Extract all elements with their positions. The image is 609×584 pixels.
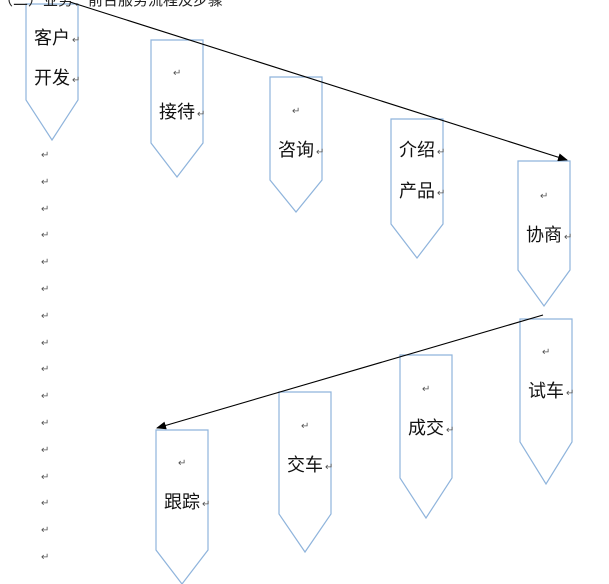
stage-shape-consultation xyxy=(269,76,323,213)
paragraph-mark: ↵ xyxy=(540,191,549,202)
stage-label-follow-up: 跟踪 xyxy=(164,492,200,513)
stage-label-negotiation: 协商 xyxy=(526,225,562,246)
paragraph-mark: ↵ xyxy=(41,364,50,376)
paragraph-mark: ↵ xyxy=(41,310,50,322)
paragraph-mark: ↵ xyxy=(41,176,50,188)
stage-label-consultation: 咨询 xyxy=(278,140,314,161)
flow-arrow-bottom xyxy=(156,314,544,430)
stage-label-delivery: 交车 xyxy=(287,455,323,476)
stage-label-product-introduction: 介绍 xyxy=(399,140,435,161)
paragraph-mark: ↵ xyxy=(41,525,50,537)
paragraph-mark: ↵ xyxy=(41,230,50,242)
stage-label-customer-development: 客户 xyxy=(34,28,70,49)
paragraph-mark: ↵ xyxy=(41,471,50,483)
stage-label-deal: 成交 xyxy=(408,418,444,439)
paragraph-mark: ↵ xyxy=(437,188,446,199)
paragraph-mark: ↵ xyxy=(173,68,182,79)
page-caption: （二）业务：前台服务流程及步骤 xyxy=(0,0,224,9)
paragraph-mark: ↵ xyxy=(301,421,310,432)
paragraph-mark: ↵ xyxy=(72,75,81,86)
paragraph-mark: ↵ xyxy=(325,462,334,473)
stage-label-reception: 接待 xyxy=(159,102,195,123)
paragraph-mark: ↵ xyxy=(41,284,50,295)
stage-shape-test-drive xyxy=(519,318,573,486)
paragraph-mark: ↵ xyxy=(292,106,301,117)
paragraph-mark: ↵ xyxy=(202,499,211,510)
flow-arrow-top xyxy=(69,1,568,162)
stage-shape-follow-up xyxy=(155,429,209,584)
paragraph-mark: ↵ xyxy=(72,35,81,46)
stage-shape-reception xyxy=(150,39,204,178)
paragraph-mark: ↵ xyxy=(564,232,573,243)
stage-shape-customer-development xyxy=(25,3,79,142)
paragraph-mark: ↵ xyxy=(41,203,50,215)
paragraph-mark: ↵ xyxy=(542,347,551,358)
paragraph-mark: ↵ xyxy=(197,109,206,120)
paragraph-mark: ↵ xyxy=(41,150,50,161)
stage-shape-product-introduction xyxy=(390,118,444,259)
paragraph-mark: ↵ xyxy=(566,388,575,399)
paragraph-mark: ↵ xyxy=(41,552,50,563)
paragraph-mark: ↵ xyxy=(41,418,50,429)
paragraph-mark: ↵ xyxy=(422,384,431,395)
paragraph-mark: ↵ xyxy=(41,257,50,269)
stage-label-product-introduction: 产品 xyxy=(399,181,435,202)
stage-shape-deal xyxy=(399,354,453,520)
paragraph-mark: ↵ xyxy=(41,498,50,510)
paragraph-mark: ↵ xyxy=(178,458,187,469)
paragraph-mark: ↵ xyxy=(316,147,325,158)
paragraph-mark: ↵ xyxy=(437,147,446,158)
paragraph-mark: ↵ xyxy=(41,444,50,456)
paragraph-mark: ↵ xyxy=(446,425,455,436)
paragraph-mark: ↵ xyxy=(41,391,50,403)
stage-label-test-drive: 试车 xyxy=(528,381,564,402)
stage-shape-delivery xyxy=(278,391,332,554)
paragraph-mark: ↵ xyxy=(41,337,50,349)
stage-label-customer-development: 开发 xyxy=(34,68,70,89)
